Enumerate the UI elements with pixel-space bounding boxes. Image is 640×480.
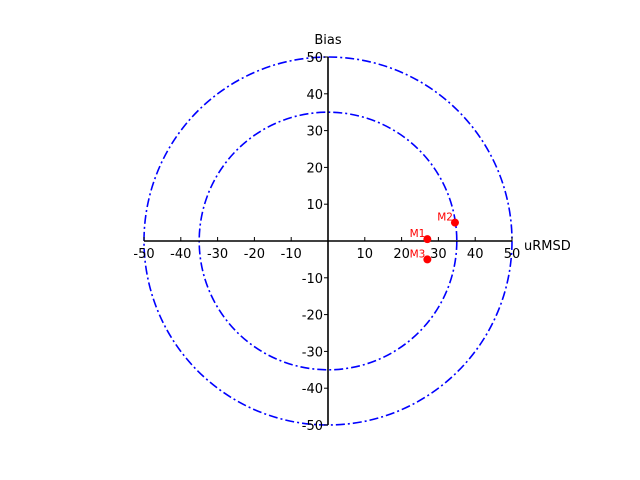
point-label-m1: M1: [410, 228, 426, 240]
y-tick-label: 10: [306, 198, 323, 213]
tick-labels: -50 -40 -30 -20 -10 10 20 30 40 50 50 40 30 20 10 -10 -2…: [133, 51, 520, 434]
y-tick-label: -10: [302, 272, 323, 287]
y-tick-label: -20: [302, 309, 323, 324]
axes: [143, 56, 513, 426]
x-tick-label: 50: [504, 247, 521, 262]
point-label-m2: M2: [437, 212, 453, 224]
y-tick-label: -50: [302, 419, 323, 434]
point-m1: [423, 235, 432, 244]
y-tick-label: 50: [306, 51, 323, 66]
y-tick-label: 40: [306, 88, 323, 103]
x-tick-label: 40: [467, 247, 484, 262]
x-axis-label: uRMSD: [524, 239, 571, 254]
point-label-m3: M3: [410, 248, 426, 260]
y-tick-label: -30: [302, 345, 323, 360]
x-tick-label: -30: [207, 247, 228, 262]
point-m2: [450, 218, 459, 227]
y-tick-label: 20: [306, 161, 323, 176]
x-tick-label: 20: [393, 247, 410, 262]
x-tick-label: -20: [244, 247, 265, 262]
x-tick-label: -50: [133, 247, 154, 262]
y-tick-label: 30: [306, 125, 323, 140]
y-axis-label: Bias: [314, 33, 341, 48]
x-tick-label: 10: [357, 247, 374, 262]
point-m3: [423, 255, 432, 264]
x-tick-label: -40: [170, 247, 191, 262]
y-tick-label: -40: [302, 382, 323, 397]
x-tick-label: 30: [430, 247, 447, 262]
x-tick-label: -10: [281, 247, 302, 262]
